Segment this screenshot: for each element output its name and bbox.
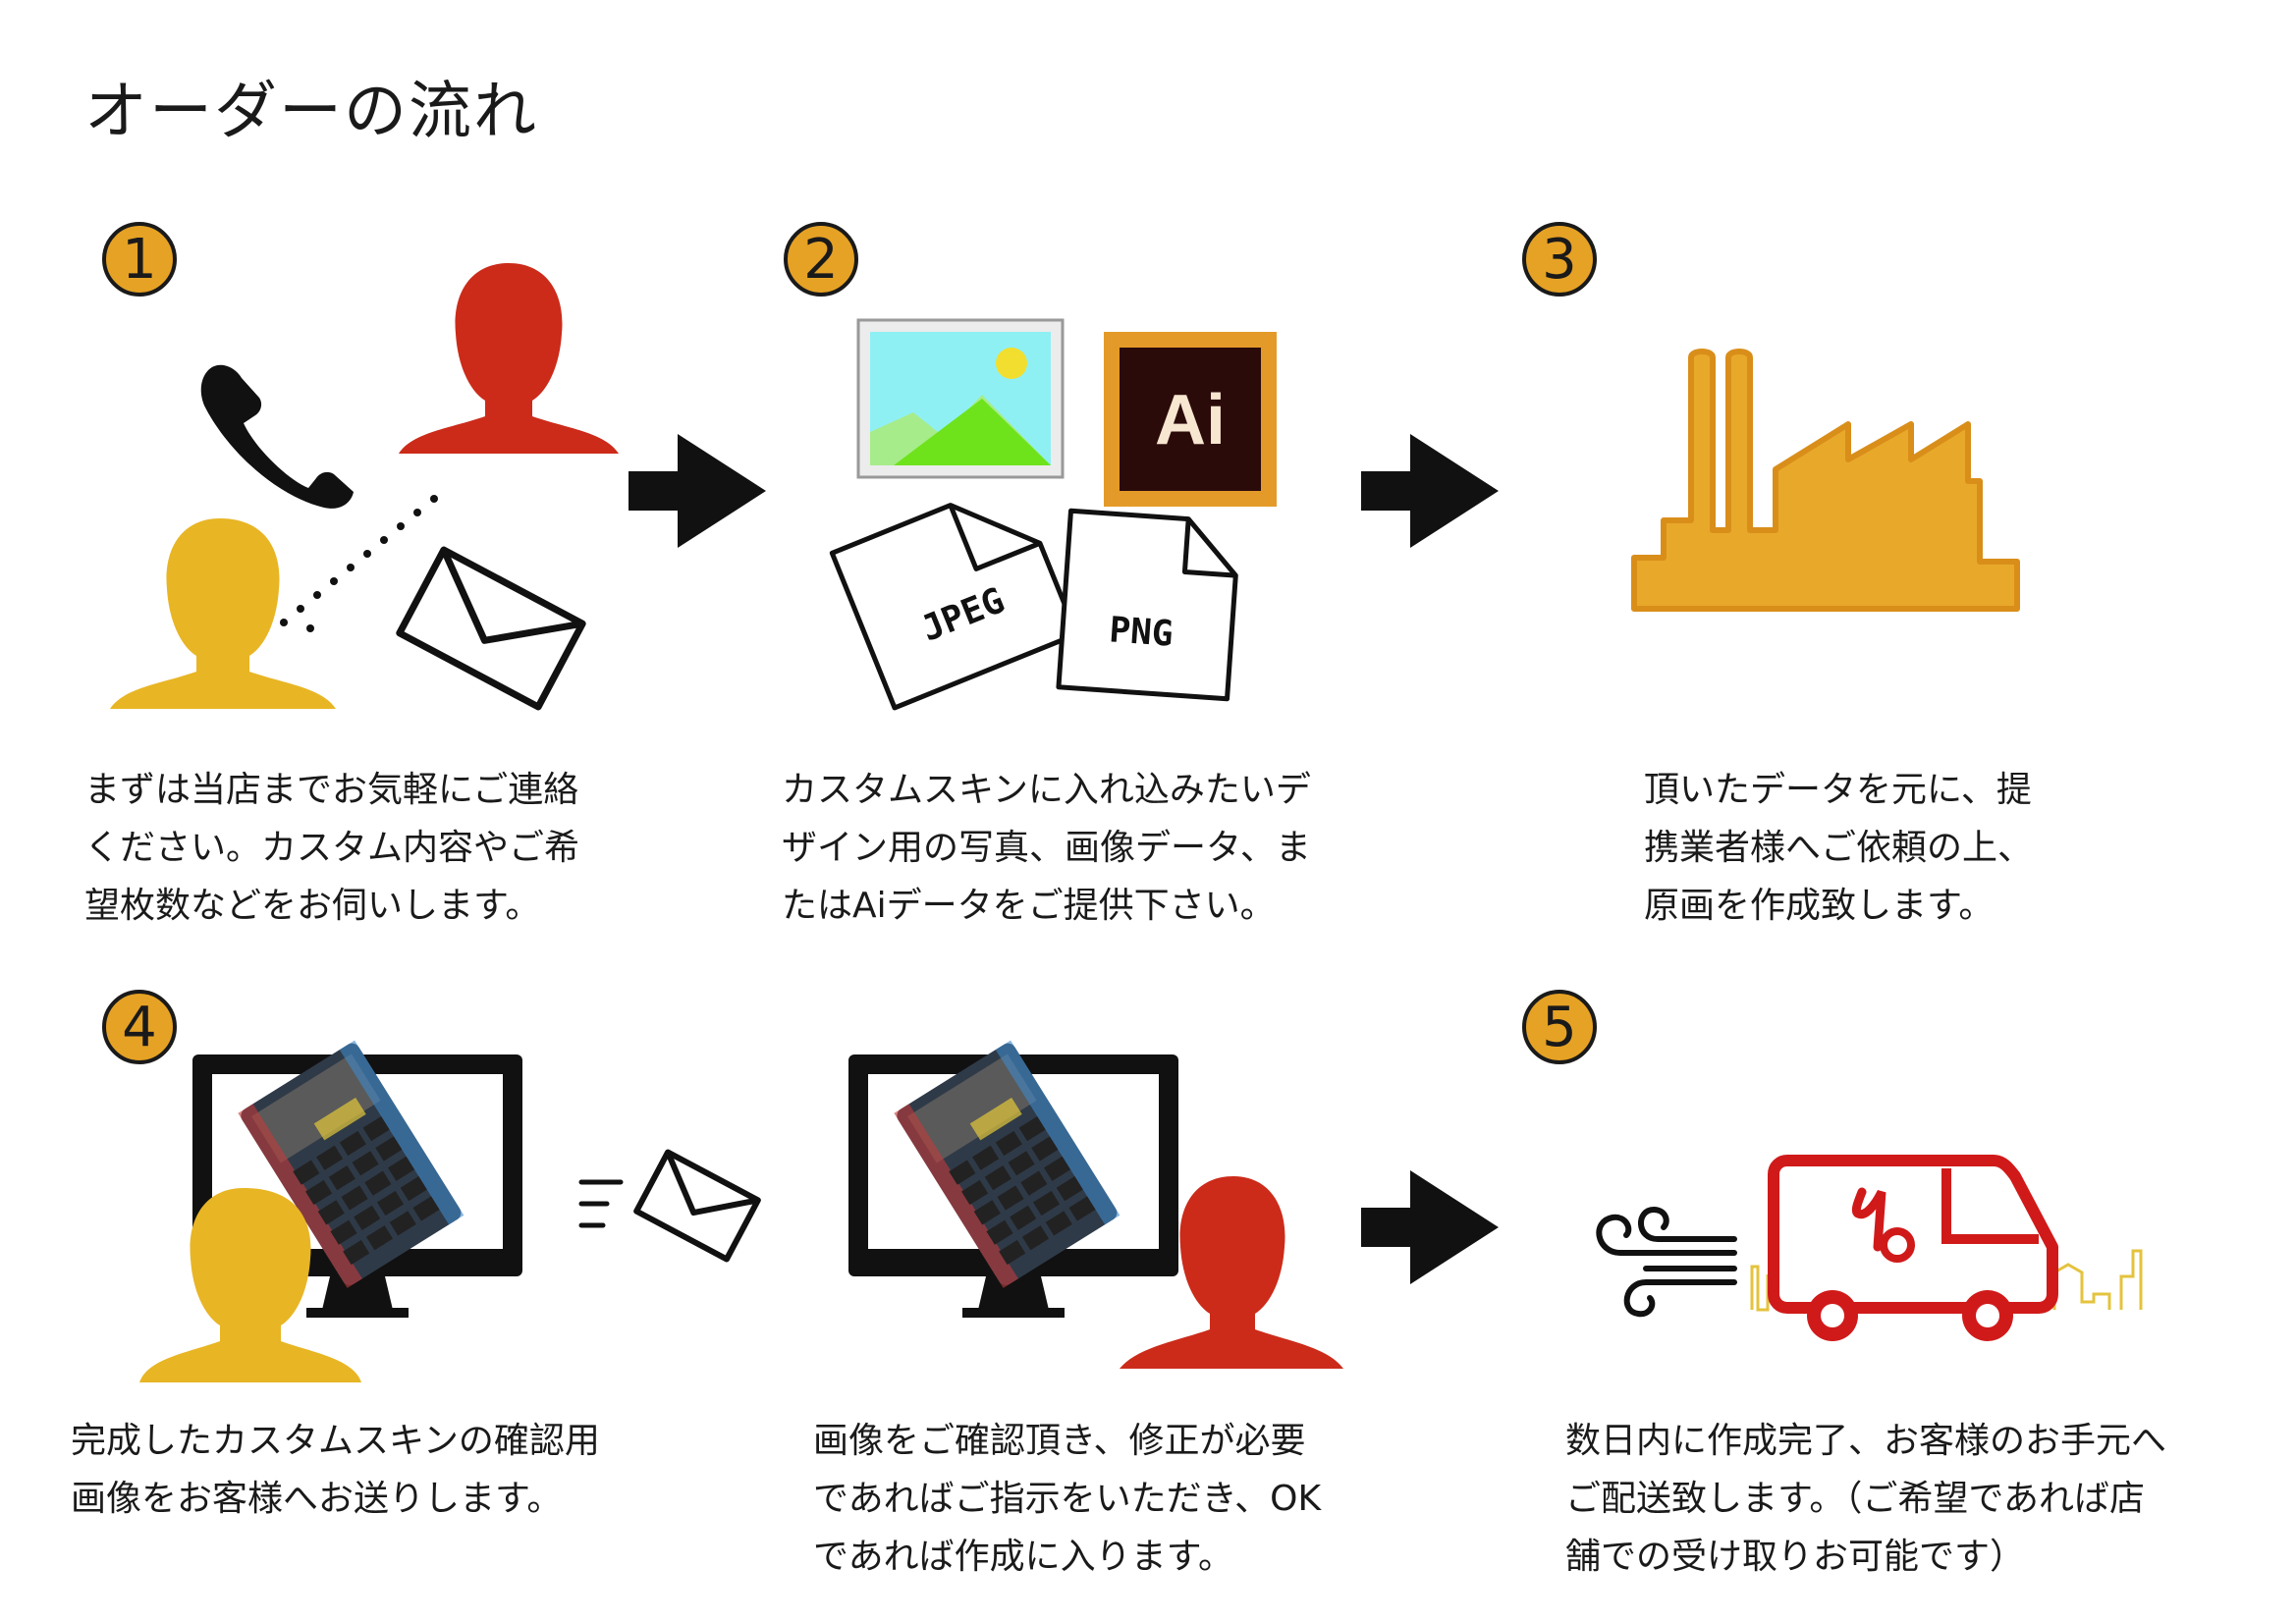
step-5-line: 舗での受け取りお可能です） [1565,1537,2026,1577]
step-2-description: カスタムスキンに入れ込みたいデ ザイン用の写真、画像データ、ま たはAiデータを… [782,761,1311,935]
step-2-badge: 2 [784,222,858,297]
yellow-person-icon [110,518,336,709]
png-file-icon: PNG [1056,508,1238,702]
ai-label: Ai [1155,381,1226,460]
step-4b-description: 画像をご確認頂き、修正が必要 であればご指示をいただき、OK であれば作成に入り… [813,1412,1321,1586]
step-2-line: ザイン用の写真、画像データ、ま [782,828,1311,868]
page-title: オーダーの流れ [84,76,538,148]
sending-mail-icon [578,1149,761,1263]
red-person-icon [1120,1176,1343,1369]
jpeg-file-icon: JPEG [829,503,1079,711]
step-5-badge: 5 [1522,990,1597,1064]
step-5-line: 数日内に作成完了、お客様のお手元へ [1565,1421,2167,1461]
step-4-line: 完成したカスタムスキンの確認用 [71,1421,600,1461]
step-3-line: 頂いたデータを元に、提 [1644,770,2032,810]
step-3-description: 頂いたデータを元に、提 携業者様へご依頼の上、 原画を作成致します。 [1644,761,2033,935]
skin-preview-image [238,1040,465,1288]
step-3-line: 携業者様へご依頼の上、 [1644,828,2034,868]
step-2-line: たはAiデータをご提供下さい。 [782,886,1276,926]
step-3-badge: 3 [1522,222,1597,297]
step-5-line: ご配送致します。（ご希望であれば店 [1565,1479,2146,1519]
step-4b-line: であればご指示をいただき、OK [813,1479,1322,1519]
delivery-truck-icon [1768,1155,2058,1341]
step-4-badge: 4 [102,990,177,1064]
step-4b-line: 画像をご確認頂き、修正が必要 [813,1421,1306,1461]
step-1-line: まずは当店までお気軽にご連絡 [84,770,579,810]
step-1-description: まずは当店までお気軽にご連絡 ください。カスタム内容やご希 望枚数などをお伺いし… [84,761,579,935]
image-file-icon [856,318,1065,479]
step-2-line: カスタムスキンに入れ込みたいデ [782,770,1311,810]
step-1-badge: 1 [102,222,177,297]
arrow-icon [629,434,766,548]
step-3-line: 原画を作成致します。 [1644,886,1995,926]
red-person-icon [399,263,619,454]
mail-icon [396,546,586,711]
illustrator-icon: Ai [1104,332,1277,507]
city-skyline-icon [1750,1249,2143,1312]
yellow-person-icon [139,1188,361,1382]
phone-icon [200,364,354,509]
dotted-line [280,495,438,632]
wind-icon [1596,1206,1737,1318]
step-4-description: 完成したカスタムスキンの確認用 画像をお客様へお送りします。 [71,1412,600,1528]
step-1-line: ください。カスタム内容やご希 [84,828,580,868]
skin-preview-image [894,1040,1121,1288]
png-label: PNG [1108,610,1175,654]
step-4-line: 画像をお客様へお送りします。 [71,1479,563,1519]
arrow-icon [1361,1170,1499,1284]
step-1-line: 望枚数などをお伺いします。 [84,886,541,926]
factory-icon [1631,349,2020,612]
step-4b-line: であれば作成に入ります。 [813,1537,1234,1577]
arrow-icon [1361,434,1499,548]
step-5-description: 数日内に作成完了、お客様のお手元へ ご配送致します。（ご希望であれば店 舗での受… [1565,1412,2166,1586]
